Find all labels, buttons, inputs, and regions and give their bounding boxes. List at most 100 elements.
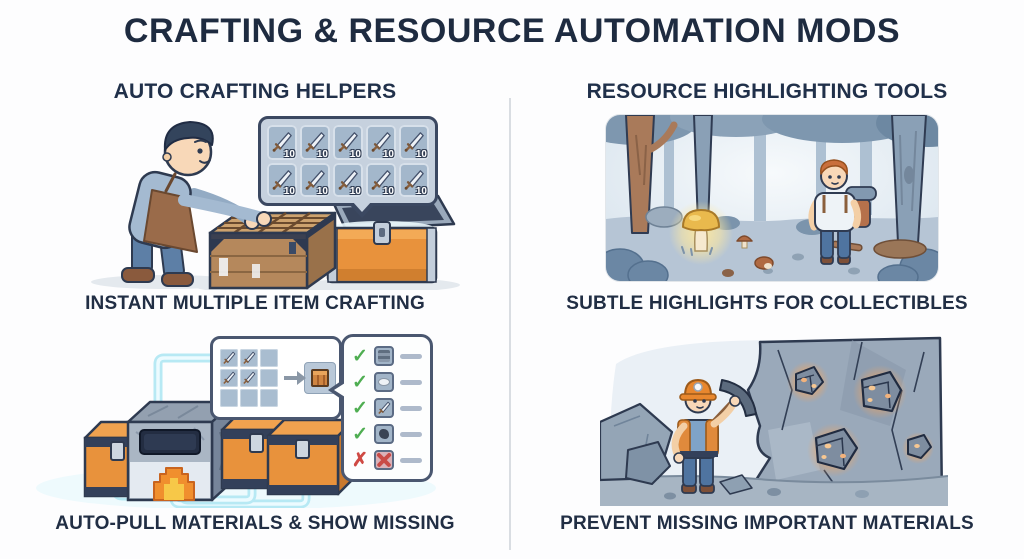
- left-column: AUTO CRAFTING HELPERS: [16, 0, 494, 559]
- inventory-slot: 10: [366, 125, 396, 160]
- materials-checklist-panel: ✓ ✓: [328, 334, 433, 482]
- inventory-slot: 10: [366, 162, 396, 197]
- mining-illustration: [528, 330, 1006, 508]
- inventory-slot: 10: [399, 125, 429, 160]
- ore-deposit: [807, 423, 861, 477]
- stack-count: 10: [283, 186, 295, 197]
- inventory-slot: 10: [267, 162, 297, 197]
- sword-icon: [272, 169, 292, 190]
- prevent-missing-caption: PREVENT MISSING IMPORTANT MATERIALS: [560, 513, 974, 534]
- left-brown-tree: [625, 115, 678, 234]
- sword-icon: [223, 371, 236, 384]
- headlamp-icon: [693, 382, 703, 392]
- sword-icon: [305, 169, 325, 190]
- forest-scene-frame: [606, 115, 938, 281]
- instant-crafting-caption: INSTANT MULTIPLE ITEM CRAFTING: [85, 293, 425, 314]
- instant-crafting-illustration: 10 10 10: [16, 112, 494, 290]
- material-icon: [374, 424, 395, 444]
- sword-icon: [404, 169, 424, 190]
- checklist-row: ✓: [352, 422, 422, 446]
- recipe-slot: [260, 389, 278, 407]
- arrow-right-icon: [284, 371, 306, 385]
- recipe-slot: [240, 389, 258, 407]
- stack-count: 10: [415, 148, 427, 160]
- checklist-row: ✓: [352, 370, 422, 394]
- highlights-caption: SUBTLE HIGHLIGHTS FOR COLLECTIBLES: [566, 293, 968, 314]
- sword-icon: [243, 351, 256, 364]
- inventory-slot: 10: [300, 162, 330, 197]
- stack-count: 10: [349, 186, 361, 197]
- miner-figure: [671, 378, 757, 494]
- crafting-table: [208, 211, 337, 290]
- inventory-slot: 10: [399, 162, 429, 197]
- left-rocks: [600, 402, 674, 485]
- material-icon: [373, 372, 394, 392]
- stack-count: 10: [415, 186, 427, 197]
- material-icon: [373, 346, 394, 366]
- material-icon: [373, 450, 394, 470]
- right-big-tree: [891, 115, 927, 244]
- glowing-mushroom: [669, 201, 733, 265]
- checklist-row: ✓: [352, 396, 422, 420]
- stack-count: 10: [316, 186, 328, 197]
- ore-deposit: [853, 365, 907, 419]
- forest-illustration: [528, 112, 1006, 290]
- recipe-slot: [260, 369, 278, 387]
- crafting-block-icon: [311, 369, 329, 387]
- auto-pull-caption: AUTO-PULL MATERIALS & SHOW MISSING: [55, 513, 455, 534]
- page-title: CRAFTING & RESOURCE AUTOMATION MODS: [123, 12, 901, 50]
- stack-count: 10: [382, 186, 394, 197]
- checklist-row: ✗: [352, 448, 422, 472]
- placeholder-line: [399, 353, 422, 359]
- blacksmith-figure: [121, 121, 272, 287]
- left-column-header: AUTO CRAFTING HELPERS: [113, 80, 397, 103]
- stack-count: 10: [283, 148, 295, 160]
- mine-scene-frame: [600, 330, 948, 506]
- sword-icon: [243, 371, 256, 384]
- mine-scene-svg: [600, 336, 948, 506]
- placeholder-line: [399, 379, 422, 385]
- sword-icon: [338, 169, 358, 190]
- ore-deposit: [902, 432, 934, 464]
- inventory-slot: 10: [267, 125, 297, 160]
- sword-icon: [223, 351, 236, 364]
- sword-icon: [305, 132, 325, 152]
- recipe-slot: [240, 369, 258, 387]
- inventory-slot: 10: [300, 125, 330, 160]
- check-mark-icon: ✓: [352, 345, 368, 367]
- recipe-slot: [220, 349, 238, 367]
- rock-wall: [740, 336, 944, 504]
- placeholder-line: [399, 405, 422, 411]
- check-mark-icon: ✓: [352, 397, 368, 419]
- check-mark-icon: ✓: [352, 371, 368, 393]
- inventory-slot: 10: [333, 162, 363, 197]
- right-column-header: RESOURCE HIGHLIGHTING TOOLS: [586, 80, 948, 103]
- sword-icon: [338, 132, 358, 152]
- column-divider: [509, 98, 511, 550]
- sword-icon: [378, 401, 391, 414]
- material-icon: [373, 398, 394, 418]
- checklist-row: ✓: [352, 344, 422, 368]
- placeholder-line: [399, 457, 422, 463]
- check-mark-icon: ✗: [352, 449, 368, 471]
- stack-count: 10: [316, 148, 328, 160]
- ore-deposit: [787, 361, 829, 403]
- sword-icon: [272, 132, 292, 152]
- recipe-panel: [210, 336, 342, 420]
- hiker-figure: [808, 159, 877, 265]
- placeholder-line: [400, 431, 422, 437]
- sword-icon: [371, 132, 391, 152]
- small-mushrooms: [722, 235, 774, 277]
- check-mark-icon: ✓: [352, 423, 369, 445]
- stack-count: 10: [382, 148, 394, 160]
- stack-count: 10: [349, 148, 361, 160]
- sword-inventory-panel: 10 10 10: [258, 116, 438, 218]
- recipe-slot: [260, 349, 278, 367]
- forest-scene-svg: [606, 115, 938, 281]
- sword-icon: [371, 169, 391, 190]
- sword-icon: [404, 132, 424, 152]
- recipe-grid: [220, 349, 278, 407]
- recipe-slot: [220, 369, 238, 387]
- right-column: RESOURCE HIGHLIGHTING TOOLS: [528, 0, 1006, 559]
